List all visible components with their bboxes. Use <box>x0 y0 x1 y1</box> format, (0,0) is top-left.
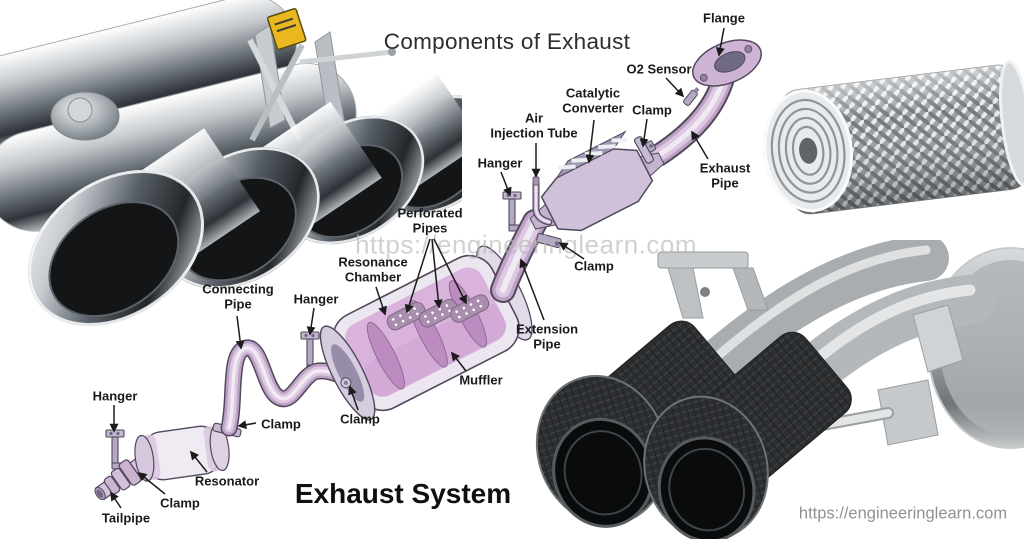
label-clamp-4: Clamp <box>261 416 301 432</box>
flex-pipe-body <box>763 60 1024 215</box>
carbon-tip-1 <box>535 374 669 528</box>
watermark-center: https://engineeringlearn.com <box>354 229 698 260</box>
label-tailpipe: Tailpipe <box>101 510 151 526</box>
carbon-tip-2 <box>643 395 769 539</box>
label-clamp-1: Clamp <box>632 102 672 118</box>
label-connecting-pipe: Connecting Pipe <box>202 281 274 312</box>
page-title: Components of Exhaust <box>383 29 631 54</box>
label-air-injection-tube: Air Injection Tube <box>490 110 578 141</box>
flex-pipe-opening <box>763 89 853 213</box>
perforated-pipe-1 <box>386 301 426 331</box>
label-extension-pipe: Extension Pipe <box>515 321 579 352</box>
label-perforated-pipes: Perforated Pipes <box>397 205 463 236</box>
label-clamp-2: Clamp <box>574 258 614 274</box>
warning-sticker <box>266 8 307 51</box>
hanger-bracket <box>657 251 769 319</box>
extension-pipe-illustration <box>490 209 548 303</box>
connecting-pipe-illustration <box>220 339 355 437</box>
carbon-exhaust-photo <box>535 240 1024 539</box>
label-muffler: Muffler <box>459 372 503 388</box>
label-clamp-3: Clamp <box>340 411 380 427</box>
exhaust-tip-1 <box>28 128 261 326</box>
label-resonance-chamber: Resonance Chamber <box>338 254 408 285</box>
label-clamp-5: Clamp <box>160 495 200 511</box>
o2-sensor-illustration <box>683 87 700 106</box>
label-hanger-1: Hanger <box>477 155 523 171</box>
muffler-canisters <box>0 0 357 232</box>
label-hanger-2: Hanger <box>293 291 339 307</box>
label-catalytic-converter: Catalytic Converter <box>562 85 624 116</box>
exhaust-pipe-illustration <box>647 68 735 167</box>
label-resonator: Resonator <box>194 473 260 489</box>
quad-exhaust-tips-photo <box>0 0 462 326</box>
label-hanger-3: Hanger <box>92 388 138 404</box>
label-o2-sensor: O2 Sensor <box>626 61 692 77</box>
flex-pipe-photo <box>763 60 1024 215</box>
flange-illustration <box>692 39 762 87</box>
label-flange: Flange <box>703 10 745 26</box>
resonator-illustration <box>134 424 230 482</box>
diagram-caption: Exhaust System <box>294 478 512 509</box>
watermark-bottom-right: https://engineeringlearn.com <box>798 504 1008 523</box>
label-exhaust-pipe: Exhaust Pipe <box>699 160 751 191</box>
